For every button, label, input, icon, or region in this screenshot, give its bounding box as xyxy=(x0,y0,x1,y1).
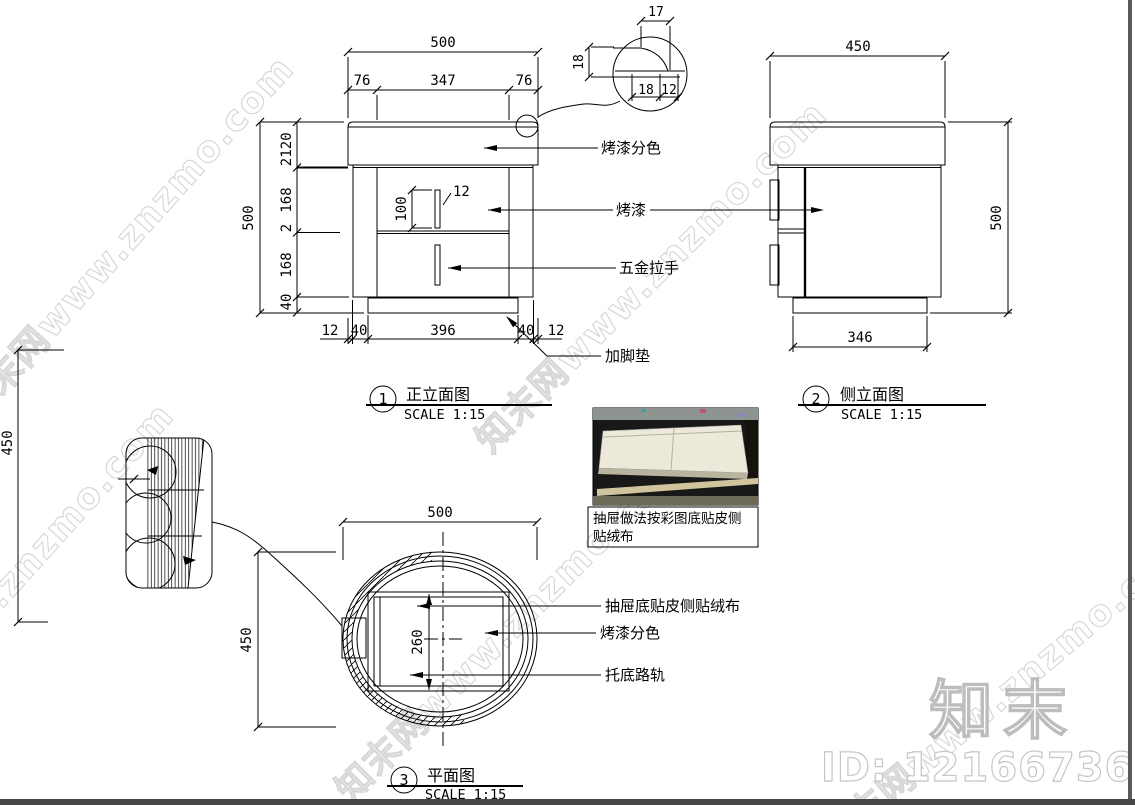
title-front-name: 正立面图 xyxy=(406,385,470,404)
dim-front-drawer-a: 168 xyxy=(279,187,295,212)
photo-caption-box: 抽屉做法按彩图底贴皮侧贴绒布 xyxy=(587,506,759,548)
dim-plan-depth: 450 xyxy=(239,627,255,652)
dim-detail-bottom-a: 18 xyxy=(638,83,654,98)
title-side-scale: SCALE 1:15 xyxy=(841,407,922,423)
side-handle-bottom xyxy=(769,244,780,286)
label-paint: 烤漆 xyxy=(616,201,646,219)
dim-front-bot-edge-r: 12 xyxy=(548,323,565,339)
dim-front-height: 500 xyxy=(241,205,257,230)
dim-front-bot-inset-r: 40 xyxy=(518,323,535,339)
drawer-handle-top xyxy=(434,189,441,229)
label-plan-paint-split: 烤漆分色 xyxy=(600,624,660,642)
edge-detail-blob xyxy=(118,437,213,589)
title-front-badge: 1 xyxy=(378,390,387,408)
title-side-elevation: 2 侧立面图 SCALE 1:15 xyxy=(798,385,986,423)
title-plan: 3 平面图 SCALE 1:15 xyxy=(387,766,523,803)
right-border xyxy=(1128,0,1132,805)
dim-handle-height: 100 xyxy=(394,196,410,221)
photo-caption: 抽屉做法按彩图底贴皮侧贴绒布 xyxy=(593,511,742,546)
plan-view: 260 500 450 450 抽屉底贴皮侧贴绒布 烤漆分色 托底路轨 xyxy=(0,345,740,750)
brand-block: 知末 ID: 1216673689 xyxy=(820,674,1135,791)
brand-id: ID: 1216673689 xyxy=(821,745,1135,791)
dim-plan-width: 500 xyxy=(427,505,452,521)
title-side-name: 侧立面图 xyxy=(840,385,904,404)
label-paint-split: 烤漆分色 xyxy=(601,139,661,157)
dim-front-drawer-b: 168 xyxy=(279,252,295,277)
dim-detail-top: 17 xyxy=(648,5,664,20)
title-front-elevation: 1 正立面图 SCALE 1:15 xyxy=(366,385,552,423)
title-plan-name: 平面图 xyxy=(427,766,475,785)
dim-front-seg-right: 76 xyxy=(516,73,533,89)
side-handle-top xyxy=(769,179,780,221)
edge-detail-bubble: 17 18 18 12 xyxy=(537,5,688,118)
dim-plan-drawer-depth: 260 xyxy=(410,629,426,654)
watermark-text: 知末网www.znzmo.com xyxy=(0,48,303,431)
brand-logo: 知末 xyxy=(929,675,1077,749)
dim-front-band: 120 xyxy=(279,132,295,157)
front-elevation-view: 500 76 347 76 500 120 2 168 2 168 40 12 … xyxy=(241,35,824,365)
dim-front-seg-mid: 347 xyxy=(430,73,455,89)
label-drawer-lining: 抽屉底贴皮侧贴绒布 xyxy=(605,597,740,615)
dim-front-bot-w: 396 xyxy=(430,323,455,339)
dim-front-bot-inset-l: 40 xyxy=(351,323,368,339)
label-rail: 托底路轨 xyxy=(605,666,665,684)
dim-plan-aux-left: 450 xyxy=(0,430,16,455)
detail-callout-circle xyxy=(515,114,539,138)
dim-detail-side: 18 xyxy=(572,54,587,70)
dim-front-base-h: 40 xyxy=(279,294,295,311)
dim-side-base: 346 xyxy=(847,330,872,346)
title-side-badge: 2 xyxy=(811,390,820,408)
title-front-scale: SCALE 1:15 xyxy=(404,407,485,423)
drawer-photo xyxy=(592,407,759,506)
dim-front-width: 500 xyxy=(430,35,455,51)
dim-front-gap-b: 2 xyxy=(279,224,295,232)
label-hardware-handle: 五金拉手 xyxy=(619,259,679,277)
dim-front-seg-left: 76 xyxy=(354,73,371,89)
dim-front-bot-edge-l: 12 xyxy=(322,323,339,339)
bottom-border xyxy=(0,799,1135,805)
rim-detail-callout xyxy=(341,617,367,659)
label-foot-pad: 加脚垫 xyxy=(605,347,650,365)
plan-drawer xyxy=(367,591,510,692)
drawer-handle-bottom xyxy=(434,244,441,286)
dim-side-height: 500 xyxy=(989,205,1005,230)
title-plan-badge: 3 xyxy=(399,771,408,789)
side-elevation-view: 450 500 346 xyxy=(765,39,1013,352)
dim-front-gap-a: 2 xyxy=(279,158,295,166)
dim-handle-width: 12 xyxy=(453,184,470,200)
dim-detail-bottom-b: 12 xyxy=(661,83,677,98)
dim-side-width: 450 xyxy=(845,39,870,55)
